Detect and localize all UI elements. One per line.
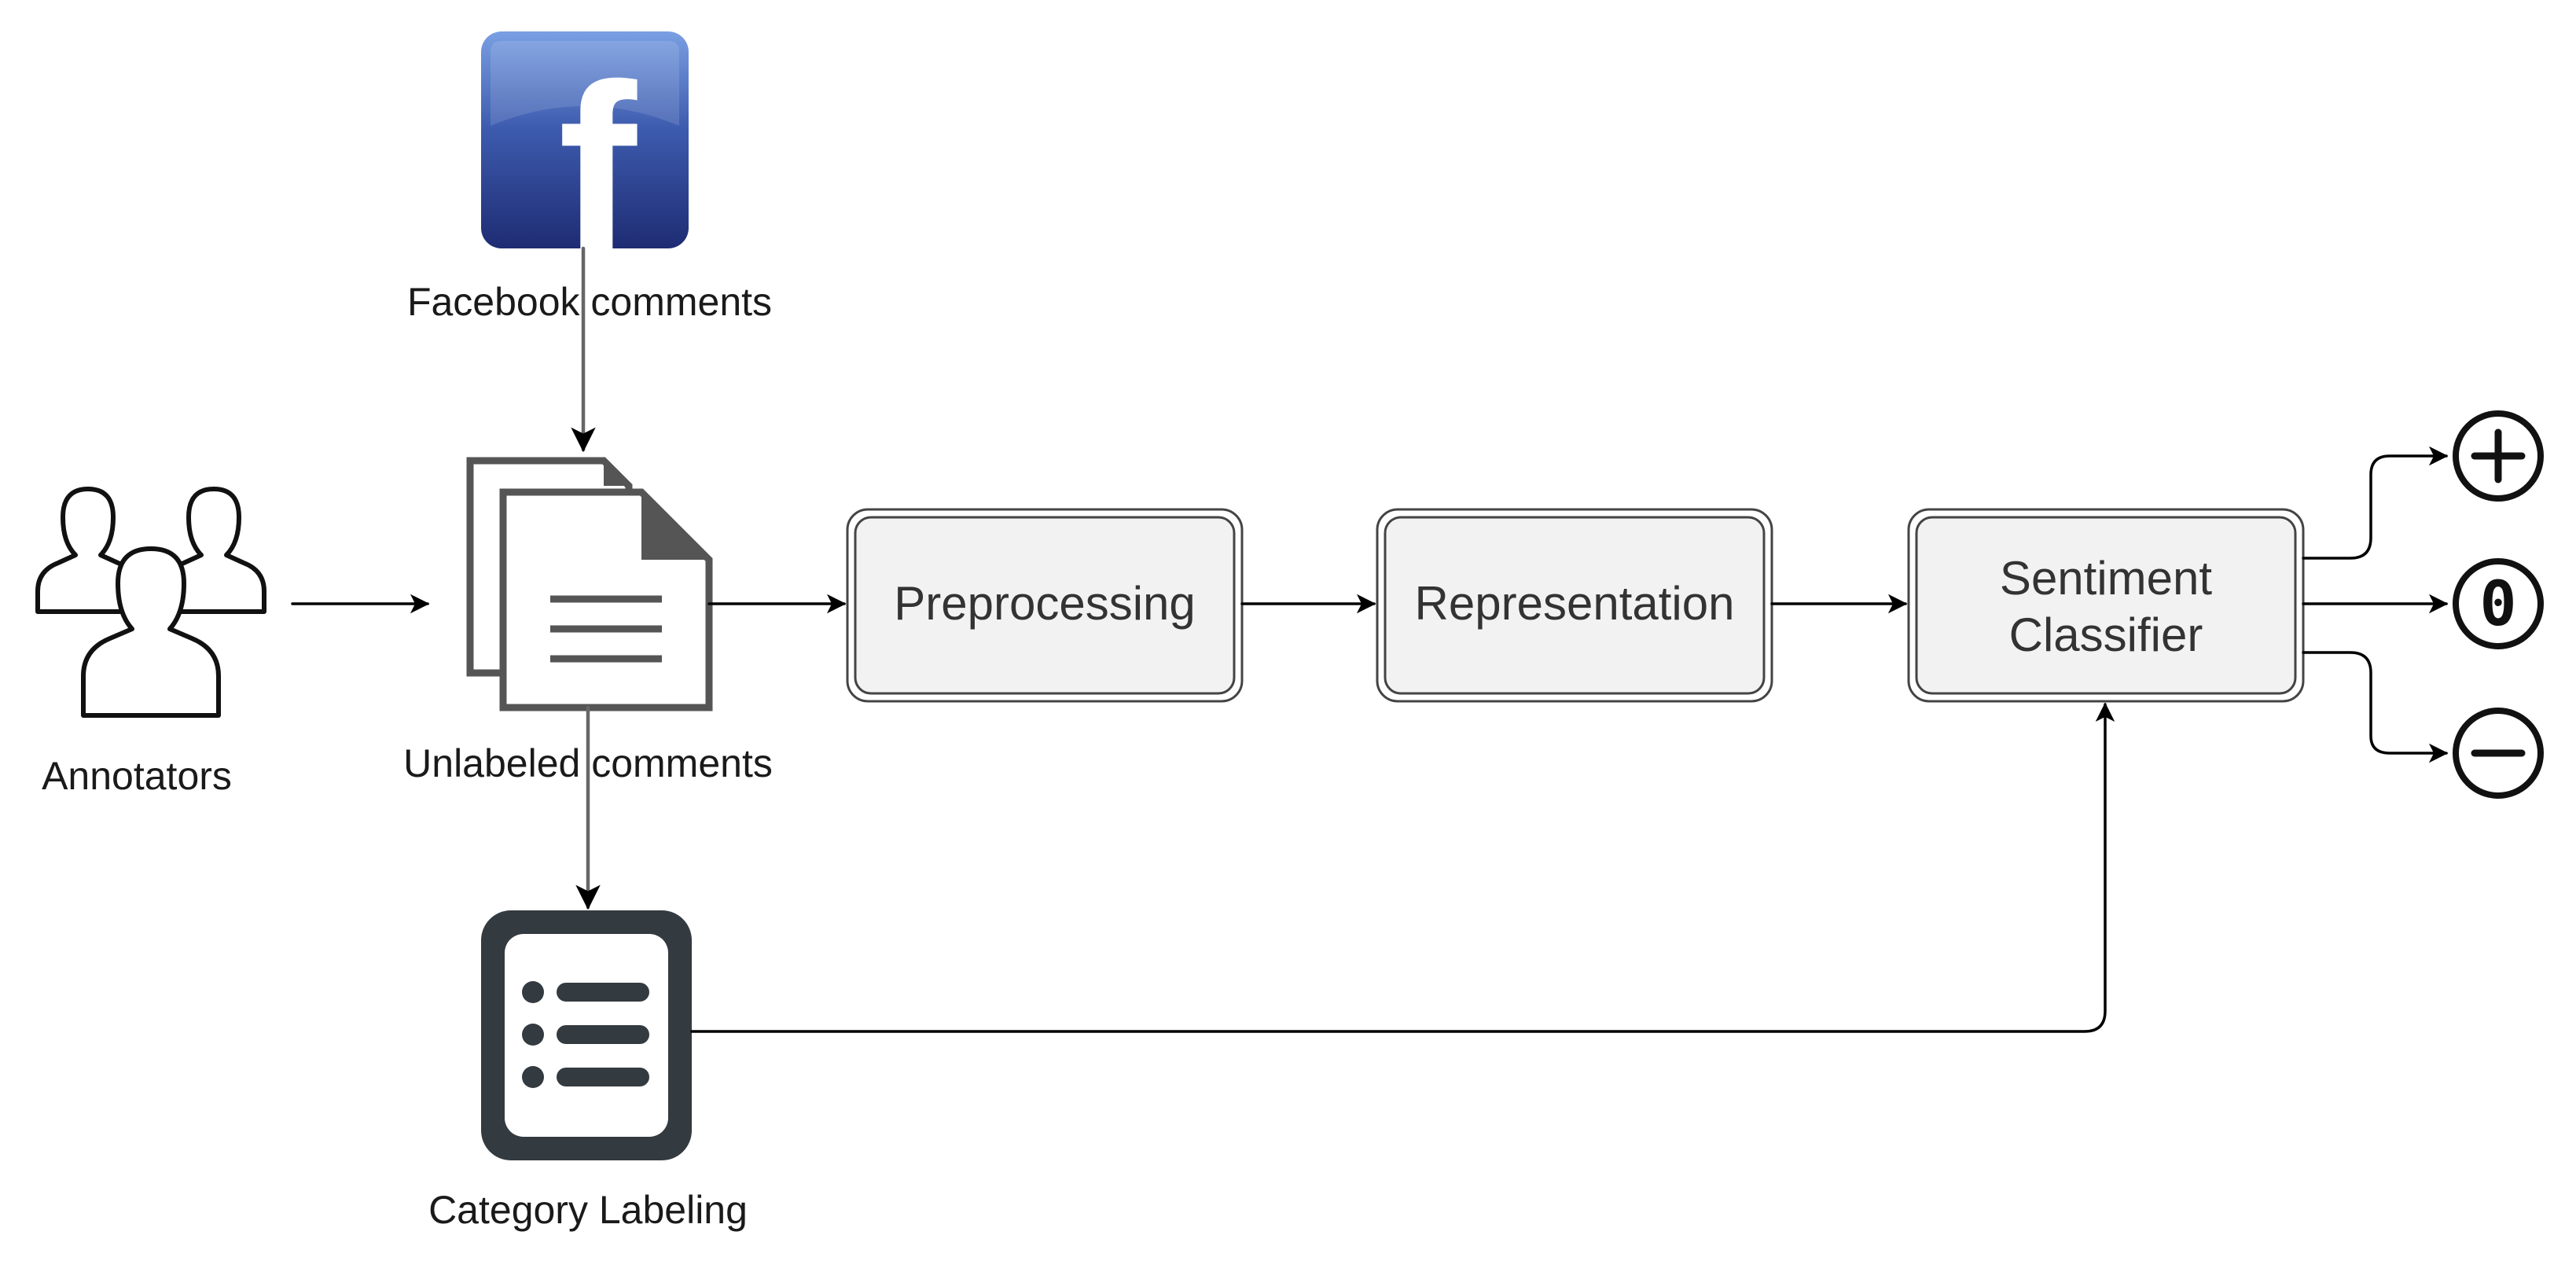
connector-category-to-classifier (690, 702, 2115, 1033)
category-labeling-label: Category Labeling (428, 1188, 748, 1232)
sentiment-classifier-line2: Classifier (2009, 608, 2203, 661)
annotators-label: Annotators (42, 754, 232, 798)
neutral-symbol: 0 (2480, 569, 2517, 640)
documents-icon (466, 457, 713, 711)
facebook-comments-label: Facebook comments (407, 280, 772, 324)
representation-box: Representation (1376, 508, 1773, 703)
facebook-glyph: f (558, 35, 639, 299)
list-icon (481, 910, 692, 1160)
preprocessing-box: Preprocessing (846, 508, 1244, 703)
sentiment-classifier-box: Sentiment Classifier (1907, 508, 2305, 703)
plus-circle-icon (2453, 410, 2544, 502)
minus-circle-icon (2453, 708, 2544, 799)
facebook-logo: f (481, 31, 689, 299)
users-group-icon (35, 487, 266, 718)
zero-circle-icon: 0 (2453, 558, 2544, 649)
representation-label: Representation (1415, 577, 1735, 630)
connector-classifier-to-positive (2302, 446, 2449, 560)
connector-classifier-to-negative (2302, 651, 2449, 763)
sentiment-classifier-line1: Sentiment (2000, 552, 2212, 605)
preprocessing-label: Preprocessing (894, 577, 1196, 630)
